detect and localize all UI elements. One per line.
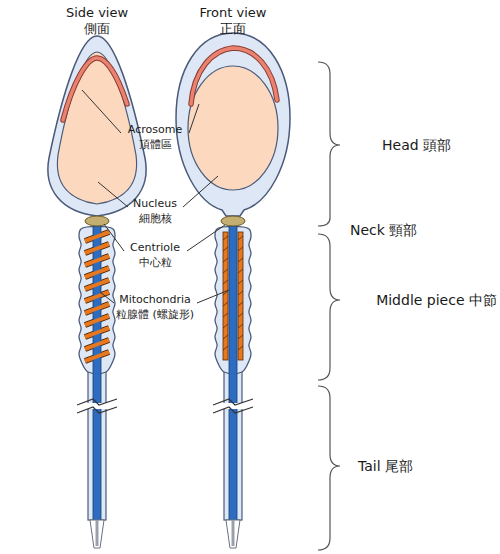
centriole-shape — [85, 216, 109, 226]
leader-lines — [82, 90, 229, 303]
mitochondria-stroke — [85, 328, 109, 337]
mitochondria-band — [238, 232, 243, 360]
region-label: Head 頭部 — [382, 137, 451, 153]
region-label: Tail 尾部 — [358, 458, 413, 474]
mitochondria-stroke — [223, 280, 228, 284]
axial-filament — [229, 226, 237, 524]
end-filament — [96, 520, 99, 546]
mitochondria-stroke — [223, 236, 228, 240]
break-mark — [213, 399, 253, 405]
mitochondria-stroke — [223, 313, 228, 317]
break-gap — [77, 403, 117, 409]
mitochondria-stroke — [223, 247, 228, 251]
head-membrane — [176, 33, 290, 216]
mitochondria-stroke — [85, 244, 109, 253]
break-mark — [77, 399, 117, 405]
mitochondria-stroke — [238, 280, 243, 284]
mitochondria-stroke — [223, 335, 228, 339]
mitochondria-band — [223, 232, 228, 360]
mitochondria-stroke — [85, 280, 109, 289]
part-label: Centriole — [130, 242, 180, 255]
view-title: 正面 — [220, 22, 246, 37]
centriole-shape — [221, 216, 245, 226]
mitochondria-stroke — [223, 346, 228, 350]
leader-line — [183, 176, 218, 207]
mitochondria-stroke — [85, 268, 109, 277]
front-head — [176, 33, 290, 216]
brackets — [318, 62, 340, 550]
leader-line — [189, 104, 199, 133]
leader-line — [104, 224, 124, 251]
mitochondria-stroke — [238, 247, 243, 251]
part-label: Mitochondria — [119, 294, 191, 307]
leader-line — [187, 225, 225, 251]
break-mark — [77, 407, 117, 413]
mitochondria-stroke — [238, 335, 243, 339]
mitochondria-stroke — [85, 316, 109, 325]
region-label: Middle piece 中節 — [376, 292, 497, 308]
acrosome-outline — [63, 58, 127, 120]
leader-line — [100, 292, 114, 303]
head-bracket — [318, 62, 340, 226]
leader-line — [98, 182, 128, 207]
part-label: Acrosome — [128, 124, 182, 137]
mitochondria-stroke — [85, 232, 109, 241]
leader-line — [197, 290, 229, 303]
leader-line — [82, 90, 121, 133]
mitochondria-stroke — [238, 302, 243, 306]
part-label: 粒腺體 (螺旋形) — [116, 309, 194, 322]
part-label: Nucleus — [133, 198, 177, 211]
mitochondria-stroke — [223, 258, 228, 262]
part-label: 中心粒 — [139, 257, 172, 270]
mitochondria-stroke — [238, 313, 243, 317]
nucleus-shape — [188, 66, 278, 190]
mitochondria-stroke — [85, 304, 109, 313]
mitochondria-stroke — [238, 346, 243, 350]
mitochondria-stroke — [223, 324, 228, 328]
mitochondria-stroke — [238, 324, 243, 328]
part-label: 細胞核 — [139, 213, 172, 226]
nucleus-shape — [57, 52, 136, 204]
part-label: 頂體區 — [139, 139, 172, 152]
mitochondria-stroke — [223, 269, 228, 273]
region-label: Neck 頸部 — [350, 222, 417, 238]
break-gap — [213, 403, 253, 409]
mitochondria-stroke — [238, 269, 243, 273]
tail-bracket — [318, 386, 340, 550]
middle-bracket — [318, 234, 340, 380]
mitochondria-stroke — [223, 302, 228, 306]
mitochondria-stroke — [85, 352, 109, 361]
acrosome-shape — [63, 58, 127, 120]
view-title: 側面 — [84, 22, 110, 37]
acrosome-shape — [191, 48, 277, 104]
acrosome-outline — [191, 48, 277, 104]
mitochondria-stroke — [238, 236, 243, 240]
mitochondria-stroke — [238, 291, 243, 295]
end-piece — [226, 520, 240, 548]
end-filament — [232, 520, 235, 546]
break-mark — [213, 407, 253, 413]
mitochondria-stroke — [238, 258, 243, 262]
mitochondria-stroke — [85, 256, 109, 265]
front-body — [213, 216, 253, 548]
view-title: Front view — [200, 6, 267, 21]
end-piece — [90, 520, 104, 548]
view-title: Side view — [66, 6, 128, 21]
mitochondria-stroke — [85, 340, 109, 349]
side-body — [77, 216, 117, 548]
